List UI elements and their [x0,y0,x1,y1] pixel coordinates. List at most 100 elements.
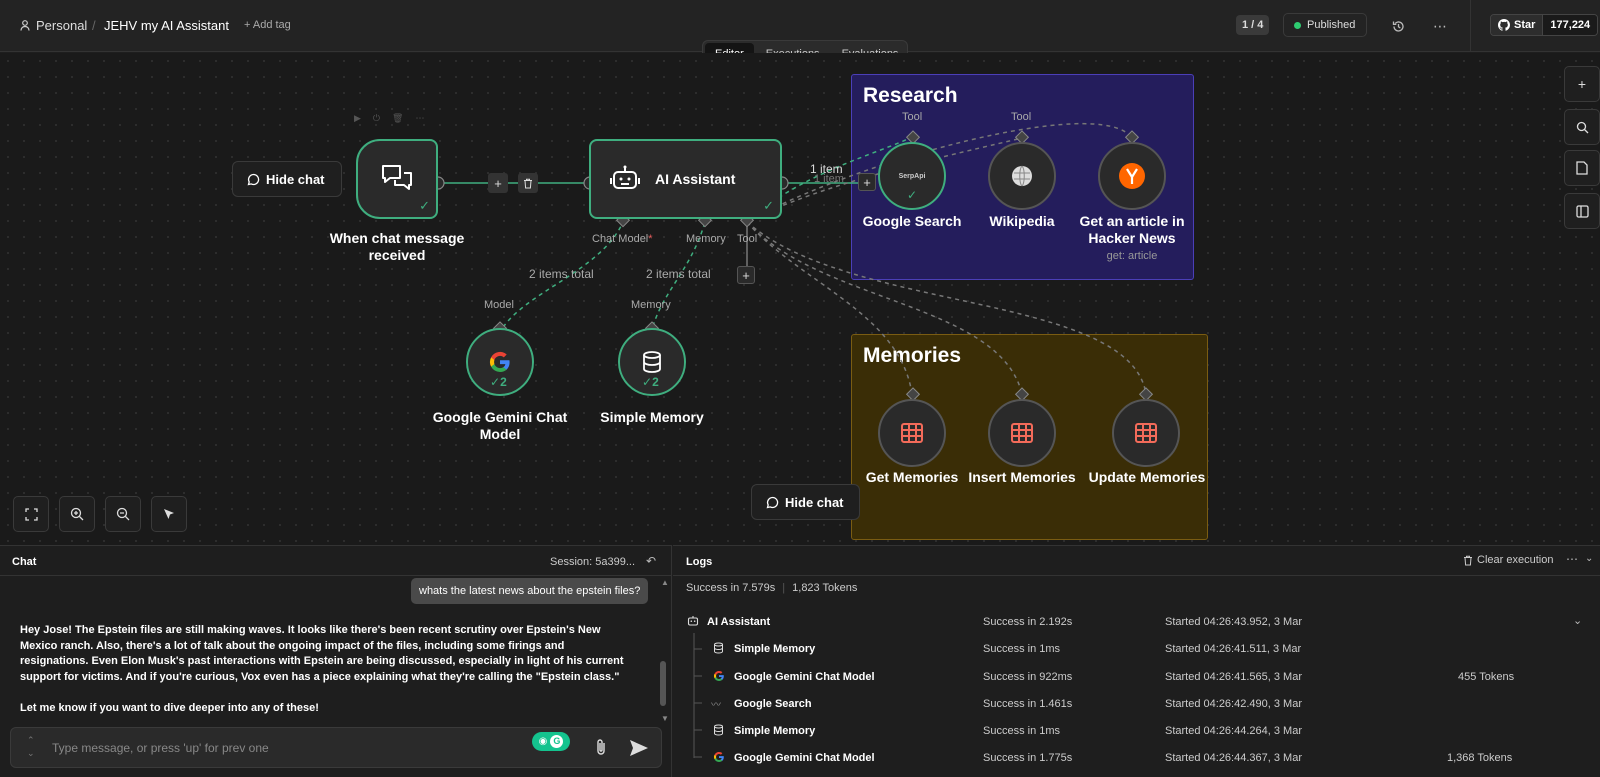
robot-icon [610,165,640,189]
log-status: Success in 2.192s [983,616,1073,628]
attachment-icon[interactable] [595,738,607,761]
gemini-success-check: ✓2 [490,375,507,389]
log-tokens: 455 Tokens [1458,671,1515,683]
log-name: AI Assistant [707,616,771,628]
github-star-button[interactable]: Star 177,224 [1490,14,1599,36]
log-row[interactable]: AI Assistant Success in 2.192s Started 0… [687,613,1587,633]
workflow-canvas[interactable]: Research Memories [0,53,1600,545]
google-search-label: Google Search [862,213,962,229]
gemini-chat-model-node[interactable]: ✓2 [466,328,534,396]
published-label: Published [1307,19,1356,31]
chat-model-port-text: Chat Model [592,233,649,245]
logs-collapse-icon[interactable]: ⌄ [1585,553,1594,564]
github-star-count: 177,224 [1542,15,1598,35]
wikipedia-tool-diamond [1014,130,1030,145]
power-icon[interactable]: ⏻ [372,113,381,123]
hacker-news-node[interactable] [1098,142,1166,210]
history-arrows-icon[interactable]: ⌃⌄ [27,735,35,758]
google-search-node[interactable]: SerpApi ✓ [878,142,946,210]
more-icon[interactable]: ⋯ [415,113,425,123]
hn-tool-diamond [1124,130,1140,145]
add-tool-button[interactable]: + [737,266,755,284]
breadcrumb-personal[interactable]: Personal [20,18,87,33]
trash-icon[interactable]: 🗑 [392,113,404,123]
hide-chat-center-button[interactable]: Hide chat [751,484,860,520]
search-icon[interactable] [1564,109,1600,145]
log-row[interactable]: 〰 Google Search Success in 1.461s Starte… [687,695,1587,715]
google-icon [713,670,725,685]
scroll-up-arrow[interactable]: ▲ [661,578,669,587]
ai-assistant-node[interactable]: AI Assistant ✓ [589,139,782,219]
scroll-down-arrow[interactable]: ▼ [661,714,669,723]
add-tag-button[interactable]: + Add tag [244,19,291,31]
log-row[interactable]: Simple Memory Success in 1ms Started 04:… [687,640,1587,660]
panel-toggle-icon[interactable] [1564,193,1600,229]
hacker-news-icon [1119,163,1145,189]
logs-more-icon[interactable]: ⋯ [1566,552,1578,566]
send-icon[interactable] [629,739,649,762]
log-row[interactable]: Google Gemini Chat Model Success in 922m… [687,668,1587,688]
robot-icon [687,615,699,630]
insert-memories-node[interactable] [988,399,1056,467]
hide-chat-button[interactable]: Hide chat [232,161,342,197]
hide-chat-label: Hide chat [266,171,325,187]
breadcrumb-personal-label: Personal [36,18,88,33]
history-icon[interactable] [1386,14,1410,38]
model-input-label: Model [484,299,514,311]
breadcrumb-separator: / [92,18,96,33]
update-memories-node[interactable] [1112,399,1180,467]
chat-trigger-node[interactable]: ✓ [356,139,438,219]
log-name: Simple Memory [734,725,816,737]
sticky-note-icon[interactable] [1564,150,1600,186]
memories-title: Memories [863,344,962,367]
wikipedia-tool-label: Tool [1011,111,1032,123]
zoom-in-icon[interactable] [59,496,95,532]
tool-hn-edge [746,122,1133,223]
github-star-label: Star [1514,19,1536,31]
log-started: Started 04:26:43.952, 3 Mar [1165,616,1302,628]
serpapi-icon: 〰 [711,700,721,711]
logs-panel: Logs Clear execution ⋯ ⌄ Success in 7.57… [673,545,1600,777]
fit-view-icon[interactable] [13,496,49,532]
workflow-title[interactable]: JEHV my AI Assistant [104,18,229,33]
version-counter[interactable]: 1 / 4 [1236,15,1270,35]
edge-add-button[interactable]: + [488,173,508,193]
reset-session-icon[interactable]: ↶ [646,554,657,568]
user-icon [20,20,30,31]
grammarly-icon[interactable]: ◉G [532,732,570,751]
search-success-check: ✓ [907,188,918,202]
get-memories-node[interactable] [878,399,946,467]
memory-success-check: ✓2 [642,375,659,389]
wikipedia-node[interactable] [988,142,1056,210]
log-row[interactable]: Simple Memory Success in 1ms Started 04:… [687,722,1587,742]
model-edge-total: 2 items total [529,267,594,281]
trash-icon [524,178,532,188]
bot-message: Hey Jose! The Epstein files are still ma… [20,623,630,717]
log-started: Started 04:26:42.490, 3 Mar [1165,698,1302,710]
play-icon[interactable]: ▶ [354,113,361,123]
hacker-news-operation: get: article [1106,250,1158,262]
update-memories-label: Update Memories [1088,469,1206,485]
port-label-memory: Memory [686,233,726,245]
published-button[interactable]: Published [1283,13,1367,37]
log-tree-lines [693,633,702,758]
zoom-out-icon[interactable] [105,496,141,532]
agent-add-next-button[interactable]: + [858,173,876,191]
tidy-up-icon[interactable] [151,496,187,532]
chevron-down-icon[interactable]: ⌄ [1573,615,1583,627]
simple-memory-node[interactable]: ✓2 [618,328,686,396]
chat-input-box[interactable]: ⌃⌄ Type message, or press 'up' for prev … [10,727,662,768]
port-label-chat-model: Chat Model* [592,233,653,245]
clear-execution-button[interactable]: Clear execution [1463,554,1553,566]
bot-message-paragraph-2: Let me know if you want to dive deeper i… [20,701,319,714]
chat-scrollbar[interactable] [660,661,666,706]
add-node-icon[interactable]: + [1564,66,1600,102]
chat-session-id[interactable]: Session: 5a399... [550,556,636,568]
update-mem-diamond [1138,387,1154,402]
memory-edge [650,221,706,335]
more-options-icon[interactable]: ⋯ [1433,17,1447,34]
port-label-tool: Tool [737,233,758,245]
edge-delete-button[interactable] [518,173,538,193]
log-row[interactable]: Google Gemini Chat Model Success in 1.77… [687,749,1587,769]
